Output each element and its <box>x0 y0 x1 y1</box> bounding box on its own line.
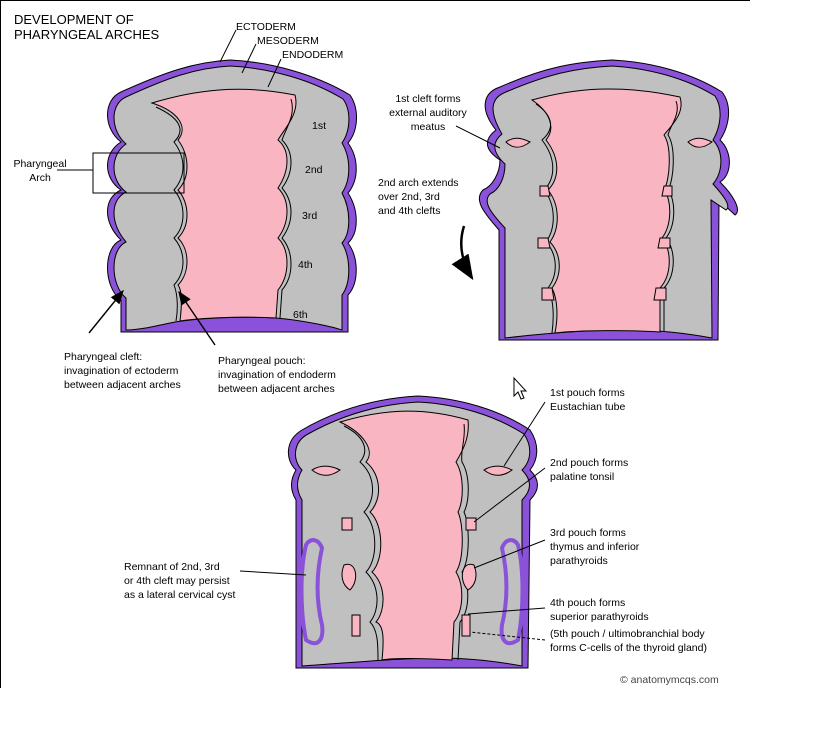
panel-3-pharynx <box>338 410 469 661</box>
frame-border-left <box>0 0 1 688</box>
pouch-4-leader <box>467 607 546 615</box>
pouch-2-fate-label: 2nd pouch forms palatine tonsil <box>550 457 629 483</box>
pouch-arrow <box>178 290 216 346</box>
arch-number-4: 4th <box>298 259 313 271</box>
pharyngeal-arch-box <box>92 152 185 194</box>
mesoderm-leader <box>241 43 257 74</box>
pouch-4-fate-label: 4th pouch forms superior parathyroids <box>550 597 649 623</box>
frame-border-top <box>0 0 750 1</box>
panel-2-pouch-3-right <box>657 237 671 249</box>
panel-3-cervical-sinus-right <box>499 538 525 646</box>
panel-2-pouch-2-right <box>661 185 673 197</box>
panel-1-pharynx <box>150 88 297 322</box>
panel-2-cleft-1-right <box>687 137 713 148</box>
pouch-3-leader <box>473 539 546 569</box>
pharyngeal-pouch-label: Pharyngeal pouch: invagination of endode… <box>218 355 336 395</box>
second-arch-label: 2nd arch extends over 2nd, 3rd and 4th c… <box>378 177 459 217</box>
endoderm-label: ENDODERM <box>282 49 344 61</box>
panel-1-endoderm-right <box>279 98 293 319</box>
copyright-credit: © anatomymcqs.com <box>620 674 719 686</box>
cleft-arrow <box>88 289 124 334</box>
panel-3-derivatives-stage <box>288 395 538 669</box>
panel-3-pouch-4-right <box>461 614 471 637</box>
panel-2-pouch-2-left <box>539 185 551 197</box>
diagram-title: DEVELOPMENT OF PHARYNGEAL ARCHES <box>14 12 160 42</box>
endoderm-leader <box>267 58 282 88</box>
arch-number-6: 6th <box>293 309 308 321</box>
pharyngeal-cleft-label: Pharyngeal cleft: invagination of ectode… <box>64 351 181 391</box>
first-cleft-leader <box>455 125 501 149</box>
pouch-1-leader <box>503 401 546 467</box>
panel-3-pouch-1-right <box>483 465 513 476</box>
panel-1-arch-stage <box>107 59 357 333</box>
arch-number-3: 3rd <box>302 210 318 222</box>
pouch-5-fate-label: (5th pouch / ultimobranchial body forms … <box>550 628 707 654</box>
pouch-2-leader <box>473 467 546 523</box>
first-cleft-label: 1st cleft forms external auditory meatus <box>389 93 467 133</box>
pouch-3-fate-label: 3rd pouch forms thymus and inferior para… <box>550 527 640 567</box>
panel-2-cleft-stage <box>478 59 738 341</box>
panel-3-pouch-2-left <box>341 517 353 531</box>
arch-number-2: 2nd <box>305 164 323 176</box>
panel-2-pouch-4-right <box>653 287 667 301</box>
panel-2-pouch-4-left <box>541 287 555 301</box>
panel-3-pouch-1-left <box>311 465 341 476</box>
panel-2-pouch-3-left <box>537 237 551 249</box>
arch-extension-arrow <box>451 225 474 281</box>
remnant-leader <box>239 570 307 576</box>
mesoderm-label: MESODERM <box>257 35 319 47</box>
panel-2-cleft-1-left <box>505 137 531 148</box>
ectoderm-label: ECTODERM <box>236 21 296 33</box>
panel-3-pouch-4-left <box>351 614 361 637</box>
pharyngeal-arch-label: Pharyngeal Arch <box>13 158 67 184</box>
pouch-5-leader <box>469 631 546 641</box>
panel-3-pouch-3-left <box>341 563 357 591</box>
panel-1-endoderm-left <box>155 106 184 322</box>
pouch-1-fate-label: 1st pouch forms Eustachian tube <box>550 387 626 413</box>
arch-number-1: 1st <box>312 120 327 132</box>
panel-3-endoderm-right <box>457 423 469 661</box>
panel-3-cervical-sinus-left <box>299 538 325 646</box>
panel-3-pouch-3-right <box>461 563 477 591</box>
panel-3-pouch-2-right <box>465 517 477 531</box>
ectoderm-leader <box>219 29 237 63</box>
cervical-cyst-label: Remnant of 2nd, 3rd or 4th cleft may per… <box>124 561 236 601</box>
mouse-cursor-icon <box>513 376 528 400</box>
panel-3-endoderm-left <box>343 425 379 662</box>
